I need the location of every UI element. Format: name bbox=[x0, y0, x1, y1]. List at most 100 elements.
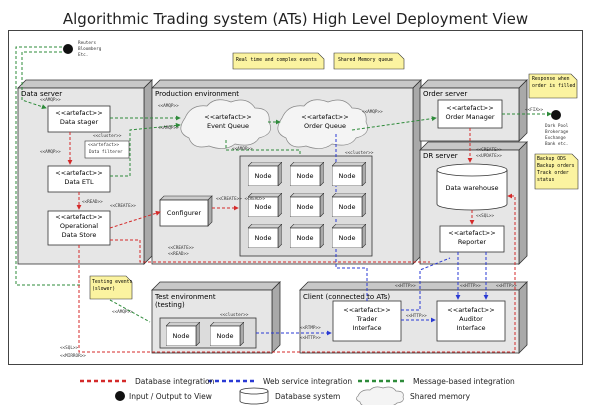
rtmp-label: <<RTMP>> bbox=[300, 326, 321, 331]
auditor-label-line1: Auditor bbox=[459, 315, 483, 323]
order-manager-label: Order Manager bbox=[445, 113, 495, 121]
configurer-box bbox=[159, 195, 213, 227]
legend-msg-text: Message-based integration bbox=[413, 377, 515, 386]
cluster-node-label: Node bbox=[296, 203, 314, 211]
fix-label: <<FIX>> bbox=[525, 108, 544, 113]
event-queue-cloud bbox=[180, 99, 271, 149]
note-response bbox=[528, 73, 578, 99]
note-backup-line2: Backup orders bbox=[537, 164, 575, 169]
data-server-label: Data server bbox=[21, 90, 63, 98]
http-label-3: <<HTTP>> bbox=[496, 284, 517, 289]
sql-label-1: <<SQL>> bbox=[476, 214, 495, 219]
legend-web-text: Web service integration bbox=[263, 377, 353, 386]
cluster-label-1: <<cluster>> bbox=[93, 134, 122, 139]
reuters-io-dot bbox=[63, 44, 73, 54]
legend-cloud bbox=[356, 386, 404, 405]
reuters-line1: Reuters bbox=[78, 41, 97, 46]
order-manager-stereotype: <<artefact>> bbox=[446, 104, 494, 112]
amqp-label-6: <<AMQP>> bbox=[232, 147, 253, 152]
client-label: Client (connected to ATs) bbox=[303, 293, 391, 301]
http-label-2: <<HTTP>> bbox=[460, 284, 481, 289]
data-filterer-stereotype: <<artefact>> bbox=[88, 143, 120, 148]
auditor-label-line2: Interface bbox=[456, 324, 486, 332]
database-connectors bbox=[67, 128, 516, 353]
cluster-node: Node bbox=[331, 161, 367, 187]
cluster-node-label: Node bbox=[338, 203, 356, 211]
data-etl-label: Data ETL bbox=[64, 178, 94, 186]
data-stager-label: Data stager bbox=[59, 118, 99, 126]
data-warehouse-label: Data warehouse bbox=[445, 184, 499, 192]
dark-pool-line3: Exchange bbox=[545, 136, 566, 141]
data-stager-stereotype: <<artefact>> bbox=[55, 109, 103, 117]
create-label-1: <<CREATE>> bbox=[110, 204, 136, 209]
legend-io-text: Input / Output to View bbox=[129, 392, 212, 401]
cluster-node: Node bbox=[247, 223, 283, 249]
dark-pool-line4: Bank etc. bbox=[545, 142, 569, 147]
note-backup-line3: Track order bbox=[537, 171, 569, 176]
cluster-node: Node bbox=[331, 223, 367, 249]
cluster-node-label: Node bbox=[254, 203, 272, 211]
legend-io-dot bbox=[115, 391, 125, 401]
trader-stereotype: <<artefact>> bbox=[343, 306, 391, 314]
test-environment-label: Test environment bbox=[155, 293, 216, 301]
data-warehouse-cylinder bbox=[436, 163, 508, 211]
data-etl-stereotype: <<artefact>> bbox=[55, 169, 103, 177]
http-label-1: <<HTTP>> bbox=[395, 284, 416, 289]
note-realtime bbox=[232, 52, 325, 70]
data-stager-box bbox=[47, 105, 111, 133]
create-read-label: <<CREATE>> <<READ>> bbox=[216, 197, 266, 202]
cluster-node: Node bbox=[247, 161, 283, 187]
trader-interface-box bbox=[332, 300, 402, 342]
cluster-node-label: Node bbox=[338, 234, 356, 242]
read-label-1: <<READ>> bbox=[82, 200, 103, 205]
cluster-node-label: Node bbox=[254, 172, 272, 180]
http-label-5: <<HTTP>> bbox=[300, 336, 321, 341]
cluster-node-label: Node bbox=[216, 332, 234, 340]
cluster-node: Node bbox=[289, 223, 325, 249]
cluster-label-2: <<cluster>> bbox=[345, 151, 374, 156]
legend-db-system-text: Database system bbox=[275, 392, 341, 401]
note-testing-line2: (slower) bbox=[92, 287, 116, 292]
note-response-line1: Response when bbox=[532, 77, 570, 82]
dark-pool-line1: Dark Pool bbox=[545, 124, 569, 129]
reporter-stereotype: <<artefact>> bbox=[448, 229, 496, 237]
cluster-node-label: Node bbox=[172, 332, 190, 340]
cluster-node-label: Node bbox=[296, 172, 314, 180]
order-queue-stereotype: <<artefact>> bbox=[301, 113, 349, 121]
dr-server-label: DR server bbox=[423, 152, 458, 160]
note-response-line2: order is filled bbox=[532, 84, 576, 89]
diagram-title: Algorithmic Trading system (ATs) High Le… bbox=[62, 10, 529, 28]
amqp-label-1: <<AMQP>> bbox=[40, 98, 61, 103]
ods-stereotype: <<artefact>> bbox=[55, 213, 103, 221]
dark-pool-line2: Brokerage bbox=[545, 130, 569, 135]
test-environment-sublabel: (testing) bbox=[155, 301, 185, 309]
note-realtime-text: Real time and complex events bbox=[236, 58, 317, 63]
note-testing bbox=[89, 275, 133, 300]
note-shared-memory-text: Shared Memory queue bbox=[338, 58, 393, 63]
read-label-2: <<READ>> bbox=[168, 252, 189, 257]
note-backup bbox=[534, 153, 579, 190]
amqp-label-3: <<AMQP>> bbox=[158, 104, 179, 109]
create-label-2: <<CREATE>> bbox=[476, 148, 502, 153]
amqp-label-4: <<AMQP>> bbox=[158, 126, 179, 131]
reuters-line3: Etc. bbox=[78, 53, 89, 58]
legend-shared-memory-text: Shared memory bbox=[410, 392, 471, 401]
note-backup-line1: Backup ODS bbox=[537, 157, 566, 162]
sql-label-2: <<SQL>> bbox=[60, 346, 79, 351]
message-based-connectors bbox=[15, 46, 552, 323]
trader-label-line1: Trader bbox=[356, 315, 378, 323]
mirror-label: <<MIRROR>> bbox=[60, 354, 86, 359]
ods-label-line1: Operational bbox=[59, 222, 99, 230]
legend-db-cylinder bbox=[239, 387, 269, 405]
reuters-line2: Bloomberg bbox=[78, 47, 102, 52]
amqp-label-5: <<AMQP>> bbox=[362, 110, 383, 115]
cluster-label-3: <<cluster>> bbox=[220, 313, 249, 318]
cluster-node-label: Node bbox=[338, 172, 356, 180]
data-filterer-box bbox=[84, 140, 130, 159]
cluster-node: Node bbox=[289, 161, 325, 187]
cluster-node-label: Node bbox=[254, 234, 272, 242]
order-server-label: Order server bbox=[423, 90, 468, 98]
auditor-interface-box bbox=[436, 300, 506, 342]
http-label-4: <<HTTP>> bbox=[406, 314, 427, 319]
dark-pool-io-dot bbox=[551, 110, 561, 120]
